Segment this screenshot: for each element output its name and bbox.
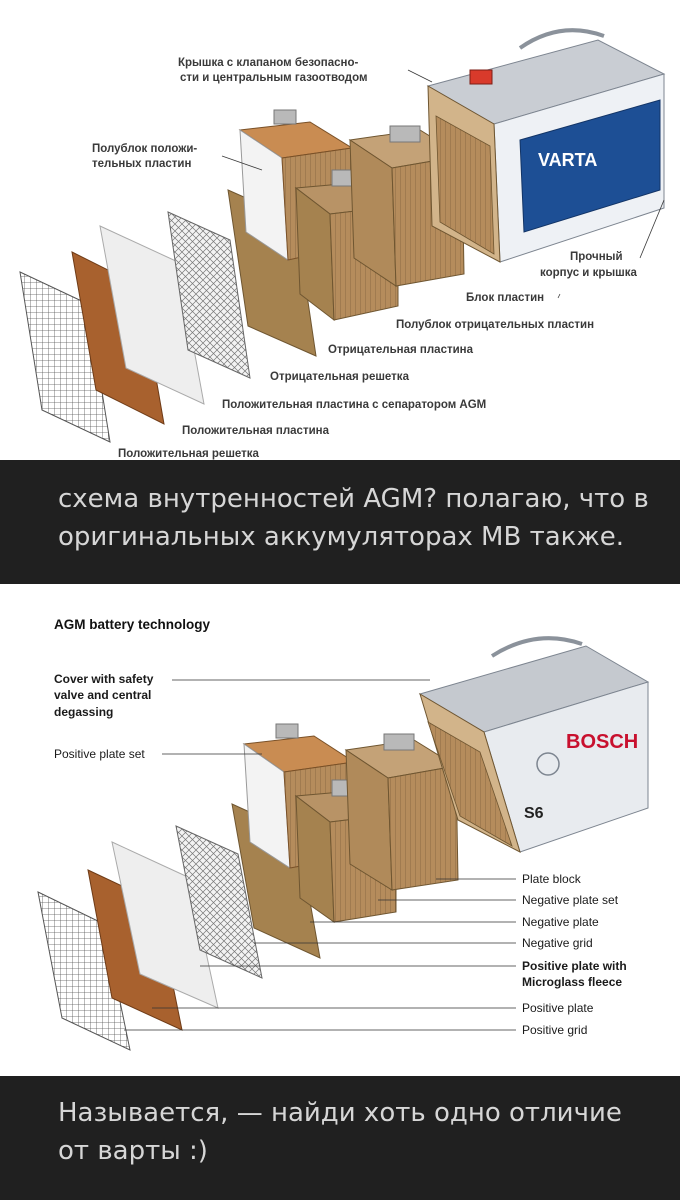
label-negative-grid: Отрицательная решетка [270,371,410,383]
bosch-negative-grid-part [175,825,263,979]
label-positive-plate: Положительная пластина [182,425,330,437]
varta-exploded-diagram: VARTA Крышка с клапаном безопасно- сти и… [19,28,666,460]
label-positive-plate-agm: Положительная пластина с сепаратором AGM [222,399,486,411]
bosch-diagram-panel: AGM battery technology [0,584,680,1076]
label-negative-half-block: Полублок отрицательных пластин [396,319,594,331]
caption-band-1: схема внутренностей AGM? полагаю, что в … [0,460,680,584]
varta-battery-case: VARTA [426,28,666,263]
bosch-positive-grid-part [37,891,131,1051]
bosch-label-negative-plate-set: Negative plate set [522,893,619,907]
bosch-label-positive-plate-fleece-line1: Positive plate with [522,959,627,973]
bosch-brand-text: BOSCH [566,731,638,753]
bosch-label-cover-line2: valve and central [54,688,151,702]
bosch-label-positive-plate-fleece-line2: Microglass fleece [522,975,622,989]
label-negative-plate: Отрицательная пластина [328,344,474,356]
caption-text-2: Называется, — найди хоть одно отличие от… [58,1098,622,1166]
label-positive-half-block-line1: Полублок положи- [92,143,197,155]
label-cover-line2: сти и центральным газоотводом [180,72,368,84]
bosch-label-plate-block: Plate block [522,872,582,886]
caption-band-2: Называется, — найди хоть одно отличие от… [0,1076,680,1200]
label-positive-half-block-line2: тельных пластин [92,158,192,170]
bosch-label-positive-plate-set: Positive plate set [54,747,145,761]
bosch-label-negative-grid: Negative grid [522,936,593,950]
label-cover-line1: Крышка с клапаном безопасно- [178,57,359,69]
caption-text-1: схема внутренностей AGM? полагаю, что в … [58,484,649,552]
varta-brand-text: VARTA [538,150,597,170]
bosch-label-positive-grid: Positive grid [522,1023,587,1037]
bottom-leader-lines [124,679,516,1031]
label-case-line2: корпус и крышка [540,267,638,279]
top-leader-lines [221,69,665,299]
varta-diagram-panel: VARTA Крышка с клапаном безопасно- сти и… [0,0,680,460]
label-plate-block: Блок пластин [466,292,544,304]
bosch-model-text: S6 [524,805,544,822]
label-case-line1: Прочный [570,251,623,263]
bosch-label-cover-line3: degassing [54,705,113,719]
bosch-plate-block-part [344,733,459,891]
negative-grid-part [167,211,251,379]
bosch-label-positive-plate: Positive plate [522,1001,594,1015]
bosch-label-cover-line1: Cover with safety [54,672,154,686]
bosch-diagram-title: AGM battery technology [54,617,211,632]
bosch-label-negative-plate: Negative plate [522,915,599,929]
label-positive-grid: Положительная решетка [118,448,260,460]
bosch-exploded-diagram: AGM battery technology [37,617,650,1051]
bosch-battery-case: BOSCH S6 [418,636,650,853]
